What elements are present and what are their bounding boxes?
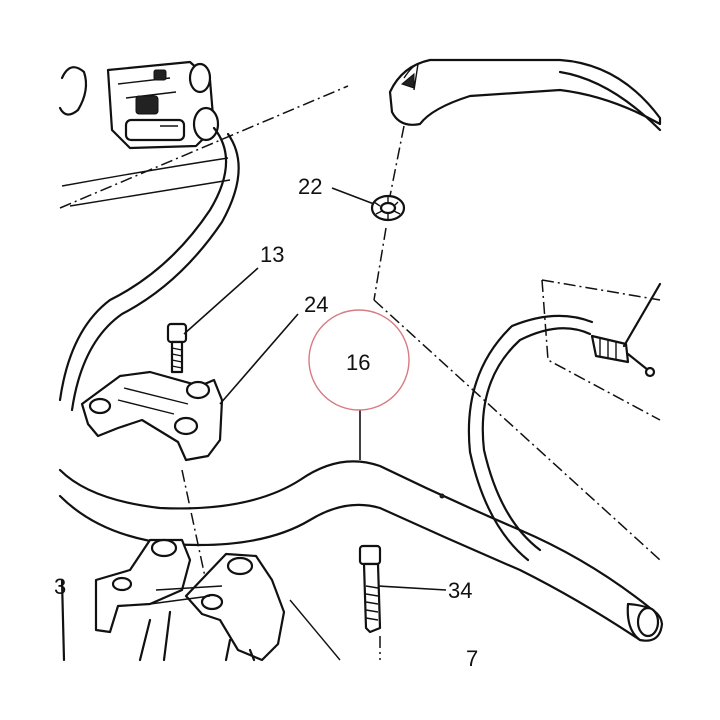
bolt-part-13 (166, 322, 188, 374)
callout-22: 22 (298, 174, 322, 199)
throttle-cable (481, 327, 592, 552)
alignment-line-upper (59, 85, 349, 209)
leader-13 (183, 267, 259, 335)
callout-7: 7 (466, 646, 478, 671)
callout-34: 34 (448, 578, 472, 603)
callout-3: 3 (54, 574, 66, 599)
cable-adjuster (590, 282, 662, 378)
leader-34 (377, 585, 447, 591)
alignment-line-diagonal (373, 299, 661, 561)
leader-22 (331, 187, 375, 205)
upper-clamp-part (80, 370, 224, 462)
callout-24: 24 (304, 292, 328, 317)
alignment-box-right (541, 279, 661, 421)
lower-riser-part (94, 538, 286, 662)
leader-24 (219, 313, 299, 405)
washer-part (370, 194, 406, 222)
callout-16: 16 (346, 350, 370, 375)
callout-13: 13 (260, 242, 284, 267)
switch-cable (58, 126, 228, 402)
switch-housing (58, 60, 220, 150)
bolt-part-34 (358, 544, 382, 634)
lever-mount (388, 58, 662, 132)
handlebar-part (58, 460, 664, 642)
highlight-circle (308, 309, 410, 411)
alignment-line-22 (373, 125, 405, 301)
